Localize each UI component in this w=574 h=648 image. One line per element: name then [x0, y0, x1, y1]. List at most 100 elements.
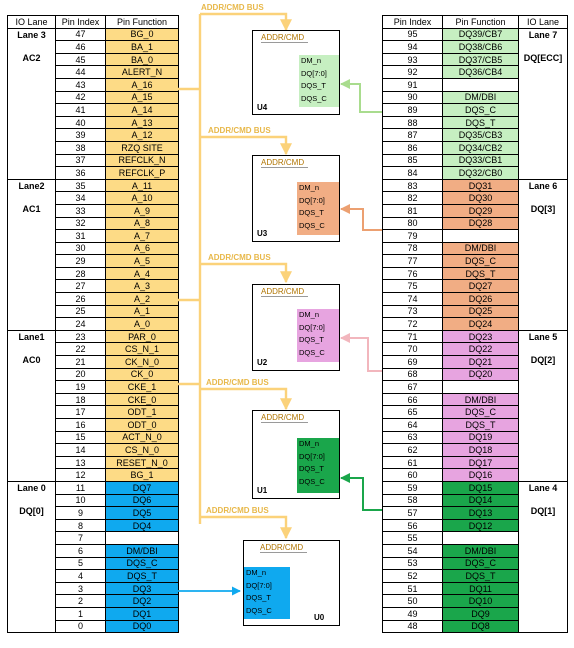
chip-u4-dqs-t: DQS_T — [301, 81, 327, 90]
pin-function-cell: A_6 — [105, 241, 179, 256]
pin-function-cell: REFCLK_P — [105, 166, 179, 180]
header-pin-index: Pin Index — [382, 15, 443, 29]
header-pin-index: Pin Index — [55, 15, 106, 29]
lane-group: DQ[1] — [530, 505, 556, 516]
bus-label-u0: ADDR/CMD BUS — [206, 506, 269, 515]
lane-group: AC1 — [22, 203, 41, 214]
chip-u4-dq: DQ[7:0] — [301, 68, 327, 78]
chip-u1-dm: DM_n — [299, 439, 320, 448]
chip-u4-dm: DM_n — [301, 56, 322, 65]
lane4-link — [340, 473, 382, 511]
lane-group: AC0 — [22, 354, 41, 365]
chip-u0-addr-port: ADDR/CMD — [260, 543, 308, 553]
bus-label-u1: ADDR/CMD BUS — [206, 378, 269, 387]
pin-function-cell: DQS_T — [105, 569, 179, 583]
pin-function-cell: BA_0 — [105, 52, 179, 67]
pin-function-cell: BG_1 — [105, 468, 179, 482]
pin-function-cell: A_16 — [105, 77, 179, 92]
chip-u3-dm: DM_n — [299, 183, 320, 192]
pin-function-cell: DQ32/CB0 — [442, 166, 519, 180]
chip-u3-dqs-c: DQS_C — [299, 220, 325, 230]
lane-group: DQ[ECC] — [523, 52, 563, 63]
pin-function-cell: A_15 — [105, 90, 179, 105]
chip-u1-dqs-c: DQS_C — [299, 476, 325, 486]
lane7-link — [340, 79, 382, 113]
bus-label-u4: ADDR/CMD BUS — [201, 3, 264, 12]
pin-function-cell: DQ15 — [442, 480, 519, 495]
pin-function-cell: DQS_T — [442, 569, 519, 583]
chip-u0-label: U0 — [314, 613, 325, 622]
pin-function-cell: DQ29 — [442, 203, 519, 218]
pin-function-cell: DQ25 — [442, 304, 519, 319]
chip-u2-label: U2 — [257, 358, 268, 367]
pin-function-cell: DQ22 — [442, 342, 519, 357]
pin-function-cell: CK_N_0 — [105, 355, 179, 369]
chip-u4: ADDR/CMD DM_n DQ[7:0] DQS_T DQS_C U4 — [252, 30, 340, 115]
pin-function-cell: DQ24 — [442, 317, 519, 331]
pin-function-cell: DM/DBI — [105, 543, 179, 558]
chip-u2-dm: DM_n — [299, 310, 320, 319]
chip-u3-addr-port: ADDR/CMD — [261, 158, 309, 168]
chip-u0-dqs-t: DQS_T — [246, 593, 272, 602]
chip-u3-dqs-t: DQS_T — [299, 208, 325, 217]
pin-function-cell: DQ31 — [442, 178, 519, 193]
lane-name: Lane1 — [18, 331, 45, 342]
lane-group: AC2 — [22, 52, 41, 63]
chip-u0-dqs-c: DQS_C — [246, 605, 272, 615]
chip-u2-dq: DQ[7:0] — [299, 322, 325, 332]
lane-group: DQ[3] — [530, 203, 556, 214]
pin-function-cell: DQ1 — [105, 606, 179, 621]
pin-function-cell: DQ26 — [442, 292, 519, 306]
chip-u0-dq: DQ[7:0] — [246, 580, 272, 590]
header-io-lane: IO Lane — [518, 15, 568, 29]
chip-u3-dq: DQ[7:0] — [299, 195, 325, 205]
chip-u2-dqs-c: DQS_C — [299, 347, 325, 357]
lane-group: DQ[0] — [19, 505, 44, 516]
pin-function-cell: CS_N_0 — [105, 443, 179, 457]
pin-function-cell: DM/DBI — [442, 241, 519, 256]
pin-function-cell: A_8 — [105, 216, 179, 231]
right-header-row: Pin Index Pin Function IO Lane — [382, 15, 568, 29]
chip-u1-data-port: DM_n DQ[7:0] DQS_T DQS_C — [297, 438, 339, 493]
chip-u2: ADDR/CMD DM_n DQ[7:0] DQS_T DQS_C U2 — [252, 284, 340, 371]
lane-name: Lane 5 — [528, 331, 558, 342]
chip-u4-addr-port: ADDR/CMD — [261, 33, 309, 43]
chip-u3-label: U3 — [257, 229, 268, 238]
chip-u1-dqs-t: DQS_T — [299, 464, 325, 473]
bus-branch-u2 — [200, 262, 292, 284]
pin-function-cell: ODT_0 — [105, 418, 179, 432]
